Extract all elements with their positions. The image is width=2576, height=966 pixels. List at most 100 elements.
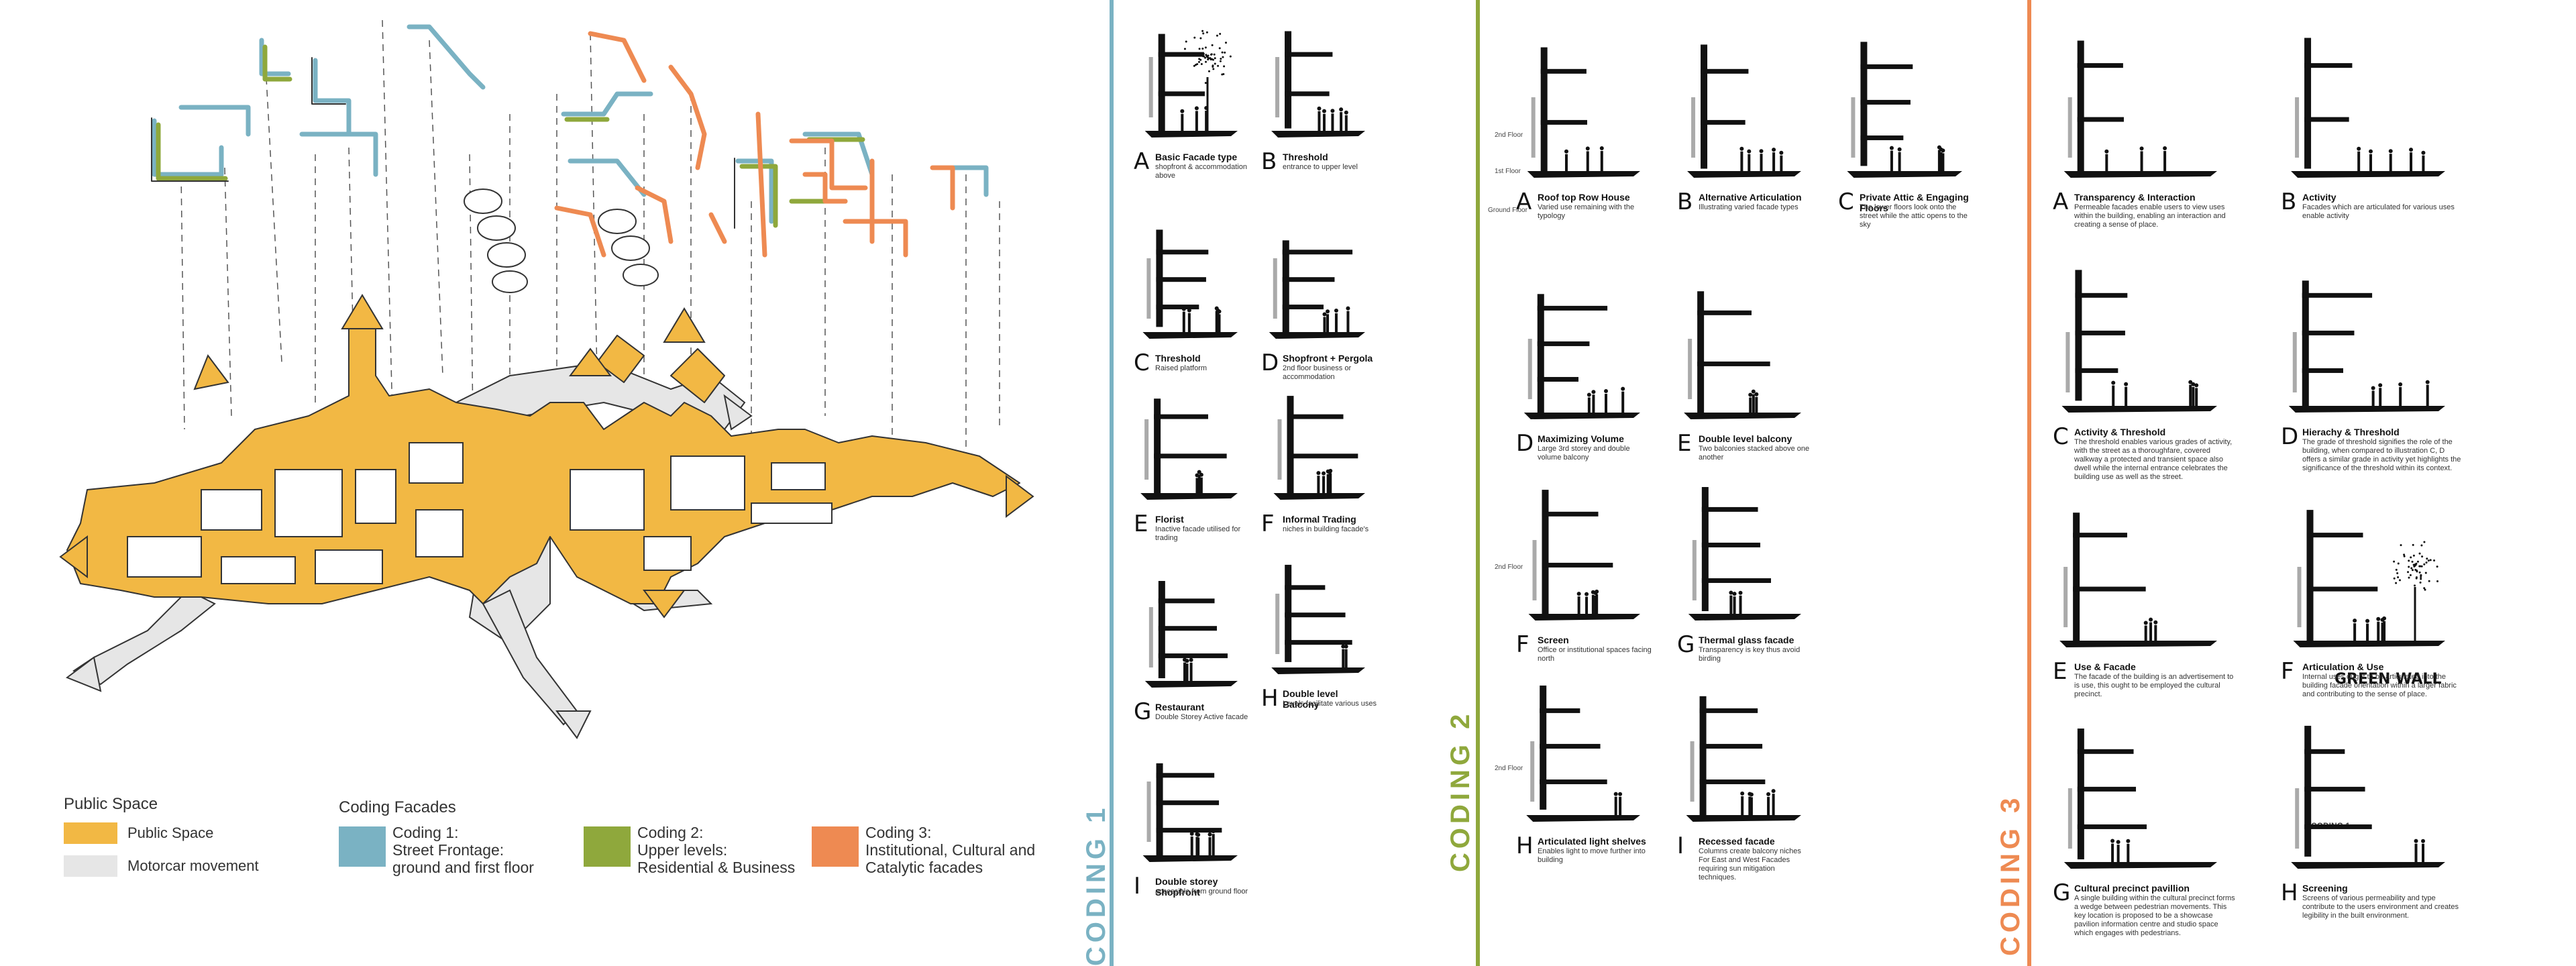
coding2-g-letter: G bbox=[1677, 631, 1695, 658]
coding2-h-desc: Enables light to move further into build… bbox=[1538, 847, 1646, 864]
coding3-h-letter: H bbox=[2281, 879, 2298, 906]
legend-coding3-swatch bbox=[812, 826, 859, 867]
exploded-plan-diagram bbox=[0, 0, 1087, 778]
coding2-g-desc: Transparency is key thus avoid birding bbox=[1699, 646, 1801, 663]
coding1-d-sketch bbox=[1261, 215, 1375, 349]
coding3-g-sketch bbox=[2053, 711, 2227, 879]
coding2-f-sketch bbox=[1516, 470, 1650, 631]
legend-coding3-line3: Catalytic facades bbox=[865, 859, 983, 876]
legend-coding3-text: Coding 3: Institutional, Cultural and Ca… bbox=[865, 824, 1035, 876]
coding3-c-title: Activity & Threshold bbox=[2074, 427, 2166, 437]
legend-coding1-line3: ground and first floor bbox=[392, 859, 534, 876]
coding2-a-sketch bbox=[1516, 27, 1650, 188]
coding1-d-letter: D bbox=[1261, 350, 1279, 376]
coding1-e-desc: Inactive facade utilised for trading bbox=[1155, 525, 1241, 542]
coding1-h-desc: Levels facilitate various uses bbox=[1283, 700, 1377, 708]
coding1-g-sketch bbox=[1134, 564, 1248, 698]
coding2-i-letter: I bbox=[1677, 833, 1684, 859]
legend-coding2-line1: Coding 2: bbox=[637, 824, 704, 841]
legend-public-space-title: Public Space bbox=[64, 795, 158, 813]
coding2-c-desc: The lower floors look onto the street wh… bbox=[1860, 203, 1968, 229]
coding2-h-sketch bbox=[1516, 671, 1650, 832]
building-blocks bbox=[127, 442, 833, 584]
coding1-h-letter: H bbox=[1261, 685, 1279, 712]
coding3-a-title: Transparency & Interaction bbox=[2074, 192, 2196, 203]
coding3-e-desc: The facade of the building is an adverti… bbox=[2074, 673, 2234, 698]
coding3-c-sketch bbox=[2053, 255, 2227, 423]
legend-public-space-label: Public Space bbox=[127, 824, 214, 841]
coding1-h-title: Double level Balcony bbox=[1283, 688, 1338, 710]
coding1-d-desc: 2nd floor business or accommodation bbox=[1283, 364, 1352, 381]
coding1-b-sketch bbox=[1261, 13, 1375, 148]
coding2-e-letter: E bbox=[1677, 430, 1692, 457]
coding3-b-desc: Facades which are articulated for variou… bbox=[2302, 203, 2455, 220]
legend-coding1-text: Coding 1: Street Frontage: ground and fi… bbox=[392, 824, 534, 876]
coding2-e-desc: Two balconies stacked above one another bbox=[1699, 445, 1810, 462]
coding3-c-desc: The threshold enables various grades of … bbox=[2074, 438, 2233, 481]
coding3-d-sketch bbox=[2281, 255, 2455, 423]
coding1-c-sketch bbox=[1134, 215, 1248, 349]
coding3-b-sketch bbox=[2281, 20, 2455, 188]
coding1-f-sketch bbox=[1261, 376, 1375, 510]
coding1-d-title: Shopfront + Pergola bbox=[1283, 353, 1373, 364]
legend-coding1-line1: Coding 1: bbox=[392, 824, 459, 841]
coding2-i-desc: Columns create balcony niches For East a… bbox=[1699, 847, 1801, 881]
coding3-e-title: Use & Facade bbox=[2074, 661, 2136, 672]
coding3-title: CODING 3 bbox=[1996, 794, 2025, 956]
coding2-b-title: Alternative Articulation bbox=[1699, 192, 1802, 203]
coding1-divider bbox=[1110, 0, 1114, 966]
legend-motorcar-label: Motorcar movement bbox=[127, 857, 259, 874]
coding1-c-desc: Raised platform bbox=[1155, 364, 1208, 372]
coding3-d-title: Hierachy & Threshold bbox=[2302, 427, 2400, 437]
coding3-a-sketch bbox=[2053, 20, 2227, 188]
coding1-a-sketch bbox=[1134, 13, 1248, 148]
coding2-i-title: Recessed facade bbox=[1699, 836, 1775, 847]
coding3-g-letter: G bbox=[2053, 879, 2071, 906]
coding2-e-sketch bbox=[1677, 268, 1811, 429]
coding1-i-letter: I bbox=[1134, 873, 1141, 900]
drum-shapes bbox=[464, 189, 659, 293]
c2-floor-2nd-f: 2nd Floor bbox=[1495, 564, 1523, 571]
coding3-g-title: Cultural precinct pavillion bbox=[2074, 883, 2190, 894]
c2-floor-ground: Ground Floor bbox=[1488, 207, 1527, 214]
legend-coding1-line2: Street Frontage: bbox=[392, 841, 504, 859]
coding3-c-letter: C bbox=[2053, 423, 2069, 450]
coding1-i-title: Double storey Shopfront bbox=[1155, 876, 1218, 898]
legend-coding2-swatch bbox=[584, 826, 631, 867]
coding1-f-title: Informal Trading bbox=[1283, 514, 1356, 525]
legend-coding3-line1: Coding 3: bbox=[865, 824, 932, 841]
coding1-c-title: Threshold bbox=[1155, 353, 1201, 364]
coding2-f-title: Screen bbox=[1538, 635, 1569, 645]
coding2-c-letter: C bbox=[1838, 189, 1854, 215]
coding3-h-sketch bbox=[2281, 711, 2455, 879]
coding1-a-title: Basic Facade type bbox=[1155, 152, 1238, 162]
coding1-e-title: Florist bbox=[1155, 514, 1184, 525]
coding3-e-sketch bbox=[2053, 490, 2227, 657]
legend-coding2-text: Coding 2: Upper levels: Residential & Bu… bbox=[637, 824, 795, 876]
coding1-f-letter: F bbox=[1261, 511, 1275, 537]
coding3-f-title: Articulation & Use bbox=[2302, 661, 2384, 672]
coding2-a-desc: Varied use remaining with the typology bbox=[1538, 203, 1635, 220]
plan-drawing bbox=[59, 19, 1034, 739]
legend-coding2-line3: Residential & Business bbox=[637, 859, 796, 876]
coding2-b-letter: B bbox=[1677, 189, 1693, 215]
coding3-divider bbox=[2027, 0, 2031, 966]
coding1-g-title: Restaurant bbox=[1155, 702, 1205, 712]
coding2-g-title: Thermal glass facade bbox=[1699, 635, 1794, 645]
coding2-h-letter: H bbox=[1516, 833, 1534, 859]
coding3-g-desc: A single building within the cultural pr… bbox=[2074, 894, 2235, 937]
coding3-e-letter: E bbox=[2053, 658, 2068, 685]
c2-floor-1st: 1st Floor bbox=[1495, 168, 1521, 175]
coding1-e-letter: E bbox=[1134, 511, 1148, 537]
coding2-d-letter: D bbox=[1516, 430, 1534, 457]
coding1-c-letter: C bbox=[1134, 350, 1150, 376]
coding2-f-desc: Office or institutional spaces facing no… bbox=[1538, 646, 1652, 663]
coding2-b-sketch bbox=[1677, 27, 1811, 188]
coding3-a-letter: A bbox=[2053, 189, 2069, 215]
coding2-c-sketch bbox=[1838, 27, 1972, 188]
coding1-b-desc: entrance to upper level bbox=[1283, 163, 1358, 171]
coding2-g-sketch bbox=[1677, 470, 1811, 631]
legend-coding1-swatch bbox=[339, 826, 386, 867]
coding2-e-title: Double level balcony bbox=[1699, 433, 1792, 444]
c2-floor-2nd-h: 2nd Floor bbox=[1495, 765, 1523, 772]
